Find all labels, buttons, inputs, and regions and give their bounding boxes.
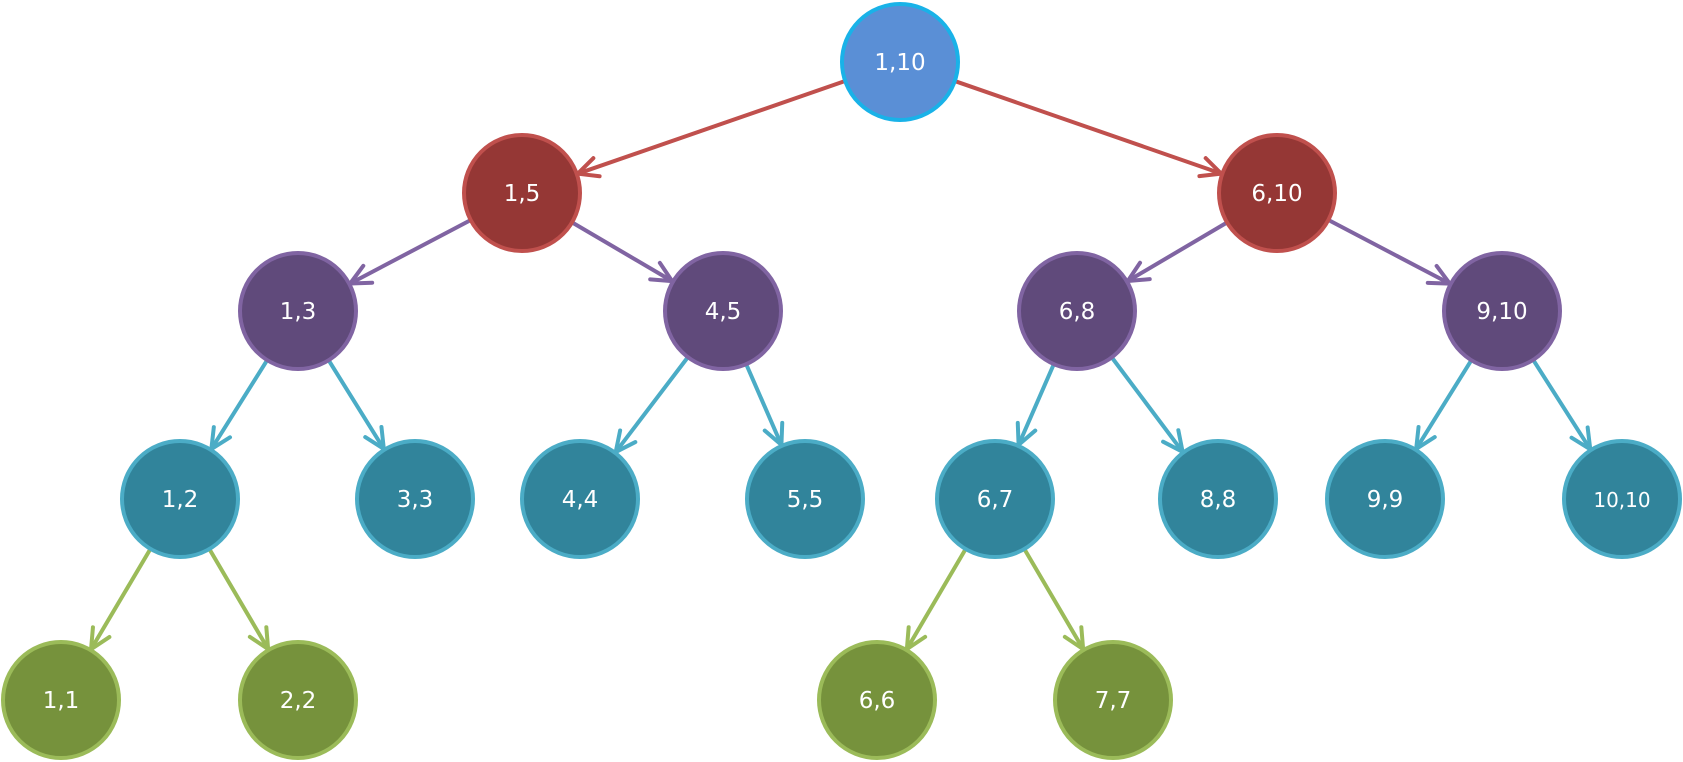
node-label: 10,10 xyxy=(1593,488,1650,512)
node-label: 7,7 xyxy=(1095,688,1132,714)
node-circle xyxy=(1325,439,1445,559)
tree-node-n8_8: 8,8 xyxy=(1158,439,1278,559)
tree-node-n4_4: 4,4 xyxy=(520,439,640,559)
arrowhead xyxy=(1569,425,1593,452)
node-label: 1,3 xyxy=(280,299,317,325)
node-label: 8,8 xyxy=(1200,487,1237,513)
node-circle xyxy=(1562,439,1682,559)
node-label: 6,6 xyxy=(859,688,896,714)
tree-node-n1_10: 1,10 xyxy=(840,2,960,122)
node-circle xyxy=(1442,251,1562,371)
edge-n1_5-n4_5 xyxy=(571,221,675,284)
node-label: 6,8 xyxy=(1059,299,1096,325)
node-label: 6,10 xyxy=(1251,181,1302,207)
tree-node-n1_2: 1,2 xyxy=(120,439,240,559)
edge-line xyxy=(954,79,1224,176)
edge-n9_10-n10_10 xyxy=(1532,359,1593,452)
edge-line xyxy=(208,548,271,652)
edge-n6_7-n6_6 xyxy=(904,548,967,652)
node-circle xyxy=(1158,439,1278,559)
tree-node-n6_7: 6,7 xyxy=(935,439,1055,559)
node-circle xyxy=(817,640,937,760)
tree-node-n9_10: 9,10 xyxy=(1442,251,1562,371)
node-circle xyxy=(238,251,358,371)
edge-line xyxy=(89,548,152,652)
node-circle xyxy=(745,439,865,559)
edge-line xyxy=(904,548,967,652)
node-circle xyxy=(935,439,1055,559)
node-circle xyxy=(1,640,121,760)
node-label: 1,1 xyxy=(43,688,80,714)
edge-n6_10-n9_10 xyxy=(1328,218,1452,286)
edge-line xyxy=(575,79,846,176)
tree-node-n9_9: 9,9 xyxy=(1325,439,1445,559)
node-circle xyxy=(1017,251,1137,371)
edge-line xyxy=(1111,357,1185,454)
tree-node-n2_2: 2,2 xyxy=(238,640,358,760)
node-circle xyxy=(663,251,783,371)
node-circle xyxy=(120,439,240,559)
edge-n9_10-n9_9 xyxy=(1414,359,1473,451)
tree-node-n1_3: 1,3 xyxy=(238,251,358,371)
tree-node-n1_5: 1,5 xyxy=(462,133,582,253)
node-label: 9,9 xyxy=(1367,487,1404,513)
edge-line xyxy=(1023,548,1086,652)
edge-line xyxy=(1125,221,1228,284)
edge-n4_5-n5_5 xyxy=(744,363,785,447)
node-label: 6,7 xyxy=(977,487,1014,513)
edge-n4_5-n4_4 xyxy=(613,356,689,455)
node-circle xyxy=(355,439,475,559)
node-label: 2,2 xyxy=(280,688,317,714)
tree-node-n7_7: 7,7 xyxy=(1053,640,1173,760)
edge-n1_3-n3_3 xyxy=(327,359,386,451)
edge-line xyxy=(1328,218,1452,286)
node-label: 9,10 xyxy=(1476,299,1527,325)
edge-line xyxy=(571,221,675,284)
tree-node-n10_10: 10,10 xyxy=(1562,439,1682,559)
node-label: 3,3 xyxy=(397,487,434,513)
node-label: 4,5 xyxy=(705,299,742,325)
edge-line xyxy=(348,218,471,286)
node-circle xyxy=(1053,640,1173,760)
node-circle xyxy=(840,2,960,122)
tree-node-n6_10: 6,10 xyxy=(1217,133,1337,253)
edge-n1_3-n1_2 xyxy=(209,359,269,452)
edge-n1_10-n6_10 xyxy=(954,79,1224,179)
edge-line xyxy=(1532,359,1593,452)
node-label: 5,5 xyxy=(787,487,824,513)
node-label: 4,4 xyxy=(562,487,599,513)
edge-n1_10-n1_5 xyxy=(575,79,846,179)
edge-line xyxy=(1414,359,1473,451)
tree-node-n6_6: 6,6 xyxy=(817,640,937,760)
edge-line xyxy=(327,359,386,451)
node-label: 1,2 xyxy=(162,487,199,513)
edges-layer xyxy=(89,79,1593,652)
edge-n1_2-n1_1 xyxy=(89,548,152,652)
node-circle xyxy=(462,133,582,253)
node-label: 1,10 xyxy=(874,50,925,76)
node-label: 1,5 xyxy=(504,181,541,207)
edge-line xyxy=(613,356,689,455)
edge-n1_5-n1_3 xyxy=(348,218,471,286)
node-circle xyxy=(1217,133,1337,253)
edge-n1_2-n2_2 xyxy=(208,548,271,652)
tree-node-n5_5: 5,5 xyxy=(745,439,865,559)
edge-line xyxy=(744,363,784,447)
node-circle xyxy=(520,439,640,559)
edge-line xyxy=(1016,363,1056,447)
edge-n6_10-n6_8 xyxy=(1125,221,1228,284)
tree-node-n4_5: 4,5 xyxy=(663,251,783,371)
node-circle xyxy=(238,640,358,760)
tree-node-n3_3: 3,3 xyxy=(355,439,475,559)
tree-node-n6_8: 6,8 xyxy=(1017,251,1137,371)
edge-n6_8-n8_8 xyxy=(1111,357,1185,454)
edge-line xyxy=(209,359,269,452)
tree-node-n1_1: 1,1 xyxy=(1,640,121,760)
edge-n6_8-n6_7 xyxy=(1015,363,1056,447)
edge-n6_7-n7_7 xyxy=(1023,548,1086,652)
